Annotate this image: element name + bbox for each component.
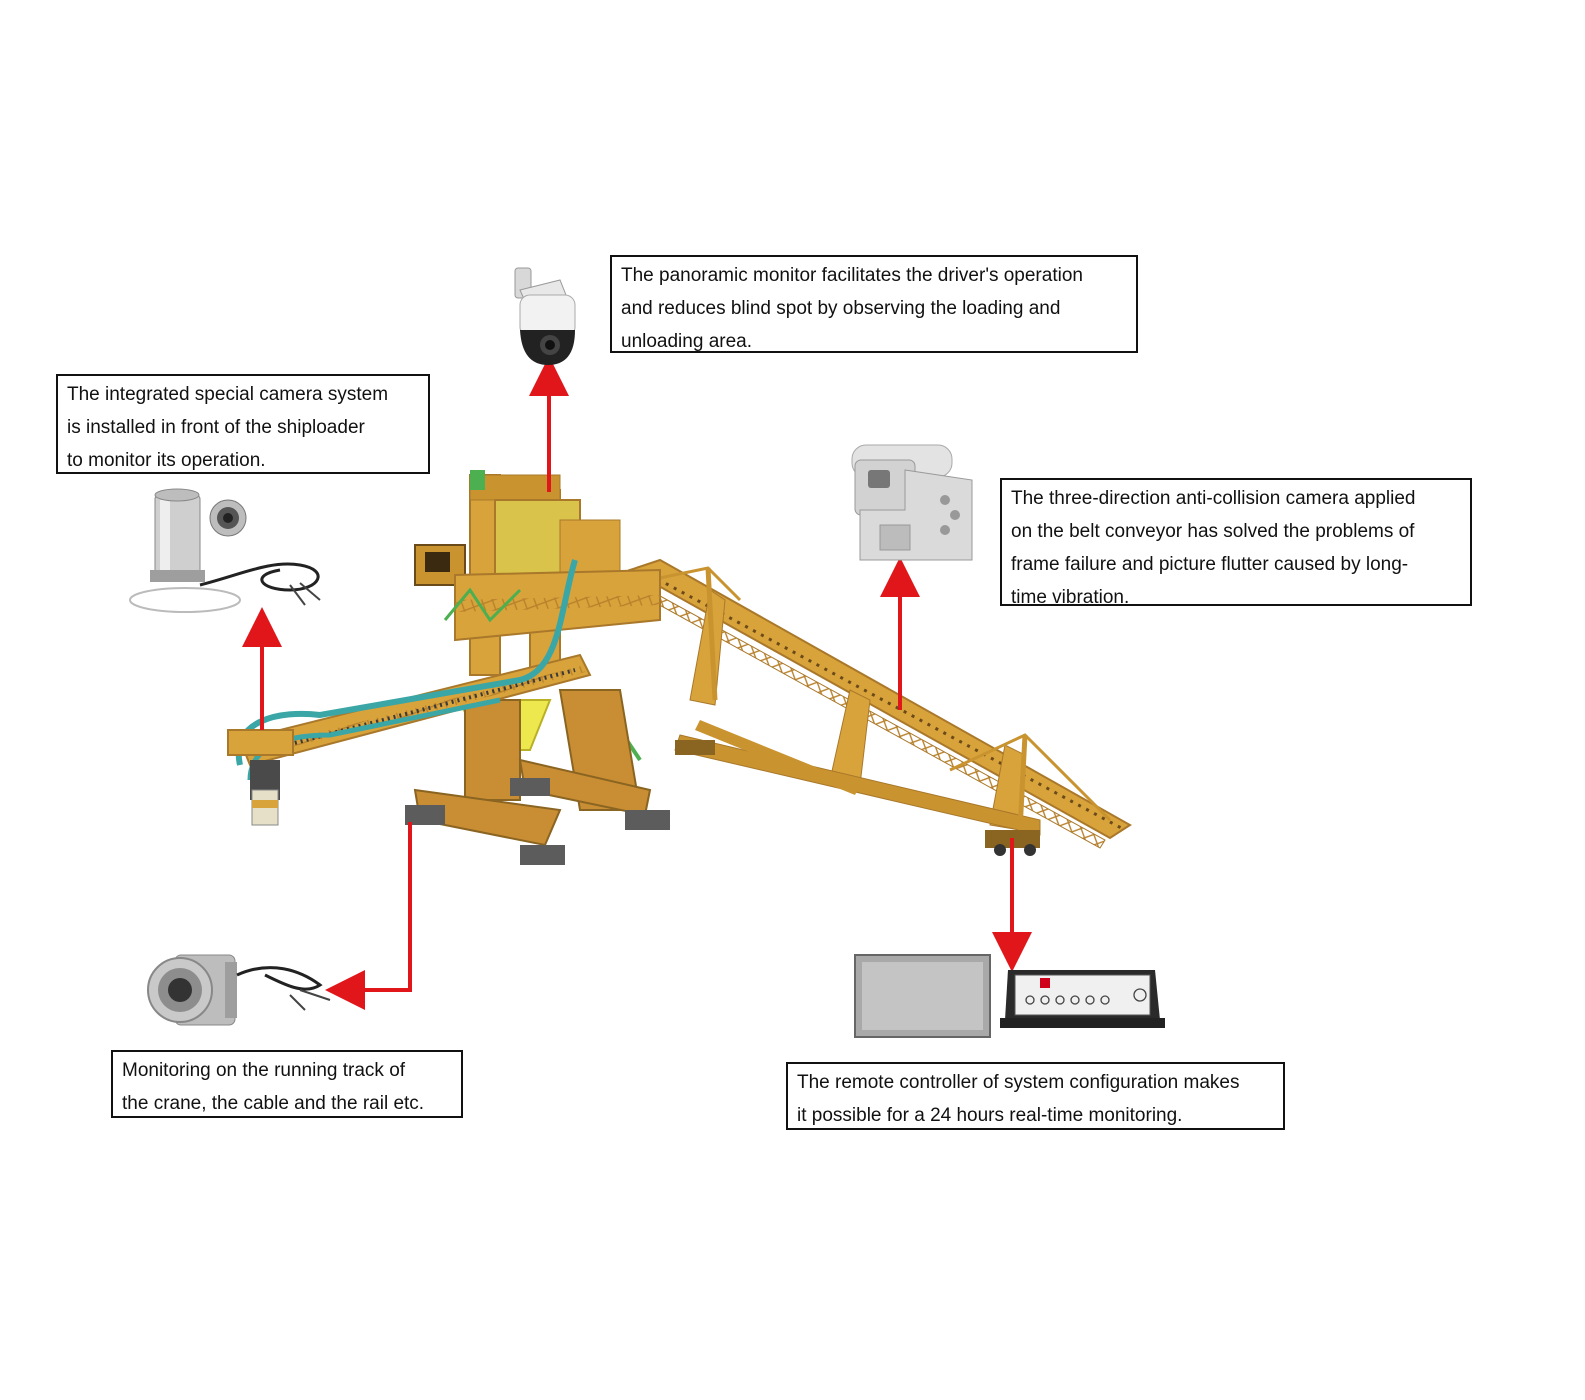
explosion-proof-camera-icon <box>129 488 321 613</box>
callout-text-line: frame failure and picture flutter caused… <box>1011 554 1409 575</box>
callout-three-direction: The three-direction anti-collision camer… <box>1000 478 1472 608</box>
callout-text-line: is installed in front of the shiploader <box>67 417 365 438</box>
callout-text-line: time vibration. <box>1011 587 1130 608</box>
callout-text-line: and reduces blind spot by observing the … <box>621 298 1061 319</box>
shiploader-illustration <box>227 470 1132 865</box>
callout-text-line: to monitor its operation. <box>67 450 266 471</box>
callout-remote: The remote controller of system configur… <box>786 1062 1285 1130</box>
cylinder-camera-icon <box>147 954 331 1026</box>
callout-text-line: the crane, the cable and the rail etc. <box>122 1093 425 1114</box>
callout-arrows <box>242 356 1032 1010</box>
remote-controller-icon <box>854 954 1165 1038</box>
callout-text-line: The panoramic monitor facilitates the dr… <box>621 265 1083 286</box>
ptz-dome-camera-icon <box>514 267 576 365</box>
callout-panoramic: The panoramic monitor facilitates the dr… <box>610 255 1138 353</box>
box-camera-icon <box>851 444 973 561</box>
callout-track: Monitoring on the running track of the c… <box>111 1050 463 1118</box>
arrow-track <box>325 822 412 1010</box>
callout-text-line: The remote controller of system configur… <box>797 1072 1240 1093</box>
callout-text-line: unloading area. <box>621 331 752 352</box>
callout-text-line: The three-direction anti-collision camer… <box>1011 488 1416 509</box>
callout-text-line: it possible for a 24 hours real-time mon… <box>797 1105 1183 1126</box>
callout-text-line: on the belt conveyor has solved the prob… <box>1011 521 1415 542</box>
callout-text-line: The integrated special camera system <box>67 384 389 405</box>
callout-integrated: The integrated special camera system is … <box>56 374 430 474</box>
callout-text-line: Monitoring on the running track of <box>122 1060 406 1081</box>
